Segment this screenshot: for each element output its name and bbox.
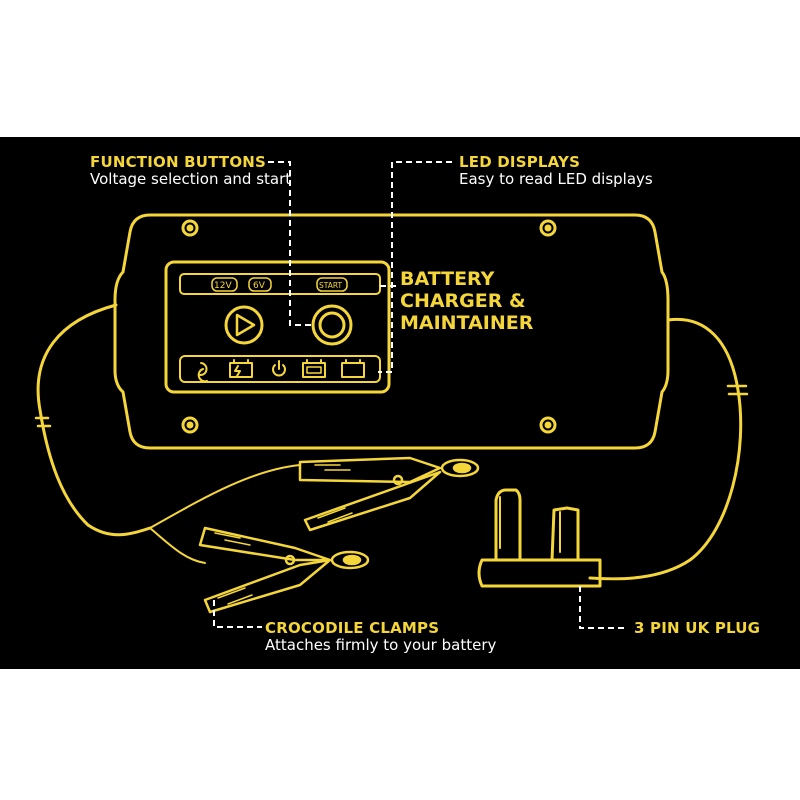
product-title-line3: MAINTAINER <box>400 312 534 334</box>
uk-plug <box>477 488 602 588</box>
charging-battery-icon <box>229 359 253 378</box>
cycle-icon <box>197 362 208 383</box>
button-start-label: START <box>319 281 343 290</box>
button-start[interactable] <box>316 277 348 292</box>
crocodile-clamp-upper <box>298 456 480 532</box>
product-title-line2: CHARGER & <box>400 290 526 312</box>
button-strip <box>179 273 381 295</box>
led-displays-description: Easy to read LED displays <box>459 170 653 189</box>
product-title-line1: BATTERY <box>400 268 495 290</box>
function-buttons-heading: FUNCTION BUTTONS <box>90 153 267 171</box>
button-6v[interactable] <box>248 277 272 292</box>
play-icon[interactable] <box>224 305 264 345</box>
button-12v-label: 12V <box>214 281 232 291</box>
plug-callout: 3 PIN UK PLUG <box>634 619 761 637</box>
led-displays-callout: LED DISPLAYS Easy to read LED displays <box>459 153 653 189</box>
battery-icon <box>341 359 365 378</box>
charger-body <box>113 213 670 450</box>
crocodile-clamp-lower <box>198 526 370 614</box>
control-panel <box>164 260 391 394</box>
leader-led-displays <box>378 161 452 373</box>
plug-heading: 3 PIN UK PLUG <box>634 619 761 637</box>
led-strip <box>179 355 381 383</box>
power-icon <box>272 360 286 377</box>
crocodile-clamps-heading: CROCODILE CLAMPS <box>265 619 440 637</box>
leader-function-buttons <box>268 161 312 326</box>
crocodile-clamps-description: Attaches firmly to your battery <box>265 636 497 655</box>
button-6v-label: 6V <box>253 281 266 291</box>
battery-full-icon <box>302 359 326 378</box>
right-cable <box>588 317 743 581</box>
crocodile-clamps-callout: CROCODILE CLAMPS Attaches firmly to your… <box>265 619 497 655</box>
button-12v[interactable] <box>211 277 238 292</box>
function-buttons-callout: FUNCTION BUTTONS Voltage selection and s… <box>90 153 292 189</box>
product-title: BATTERY CHARGER & MAINTAINER <box>400 268 533 334</box>
led-displays-heading: LED DISPLAYS <box>459 153 581 171</box>
mounting-holes <box>181 219 557 434</box>
function-buttons-description: Voltage selection and start <box>90 170 292 189</box>
leader-plug <box>579 586 628 629</box>
left-cable <box>36 303 152 537</box>
start-circle-icon[interactable] <box>311 304 353 346</box>
clamp-lead-upper <box>149 464 301 529</box>
clamp-lead-lower <box>149 527 206 564</box>
